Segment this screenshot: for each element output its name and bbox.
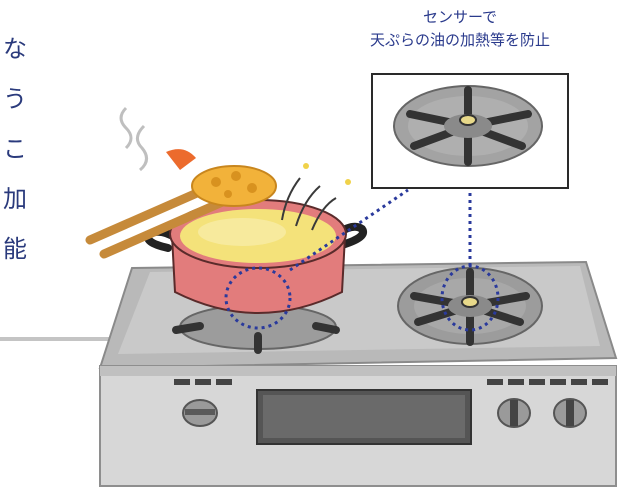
vertical-text-char-5: 能 — [3, 235, 27, 263]
right-control-tabs — [487, 379, 608, 385]
caption-line-2: 天ぷらの油の加熱等を防止 — [369, 31, 550, 49]
right-knob-2[interactable] — [553, 398, 587, 428]
vertical-text-char-3: こ — [3, 135, 27, 163]
left-control-tabs — [174, 379, 232, 385]
left-burner — [172, 304, 340, 354]
steam-wisps — [119, 106, 148, 172]
splash-lines — [281, 163, 351, 231]
right-knob-1[interactable] — [497, 398, 531, 428]
vertical-text-char-1: な — [3, 35, 27, 63]
caption-line-1: センサーで — [422, 8, 498, 26]
sensor-caption: センサーで 天ぷらの油の加熱等を防止 — [320, 6, 600, 52]
sensor-highlight-pot — [224, 266, 292, 330]
tempura-pot — [144, 199, 367, 314]
inset-connector-lines — [289, 188, 472, 272]
divider-line — [0, 337, 112, 341]
left-knob[interactable] — [182, 399, 218, 427]
burner-zoom-inset — [371, 73, 569, 189]
vertical-text-char-2: う — [3, 85, 27, 113]
right-burner — [397, 267, 543, 346]
tempura-shrimp — [166, 149, 277, 207]
vertical-text-char-4: 加 — [3, 185, 27, 213]
grill-window — [256, 389, 472, 445]
